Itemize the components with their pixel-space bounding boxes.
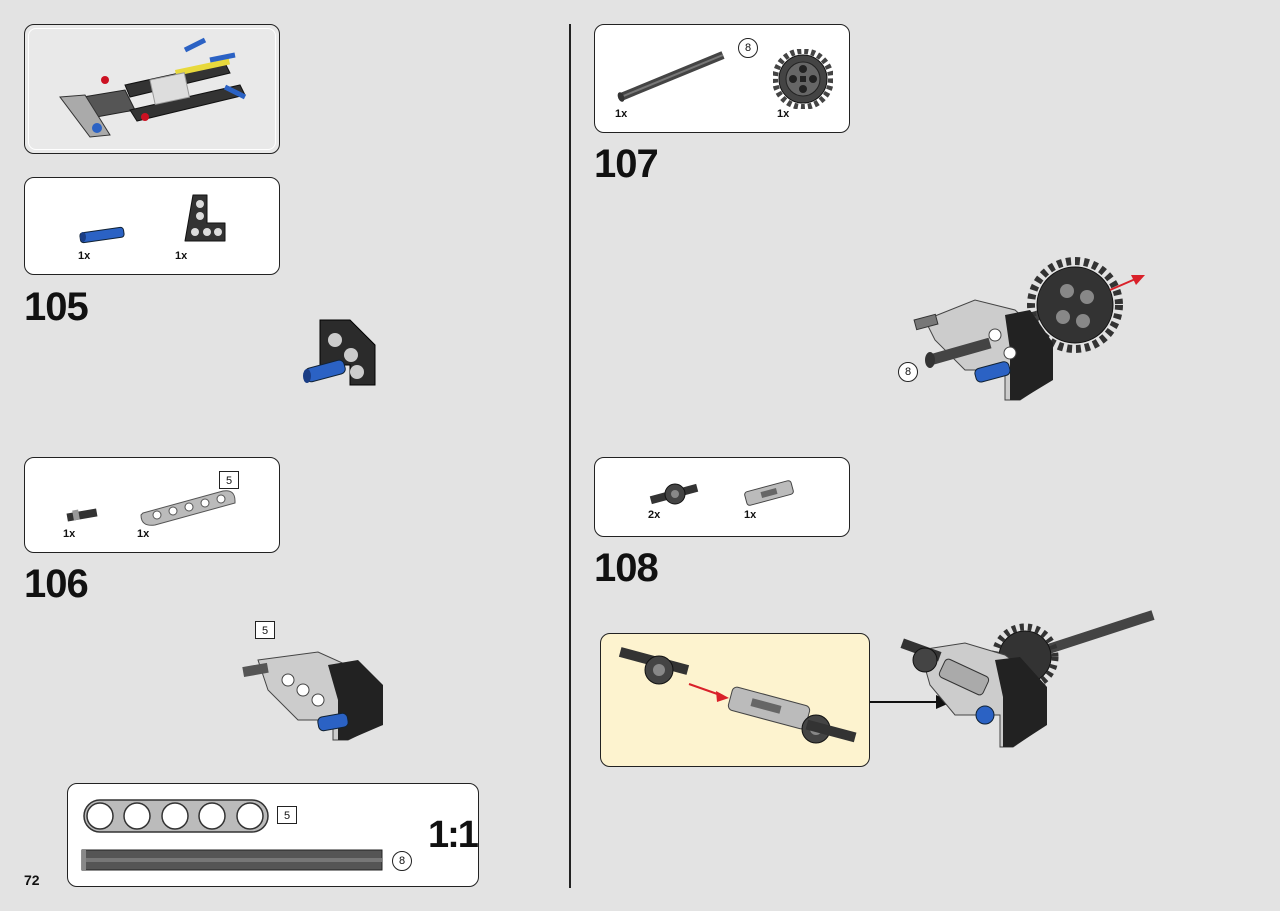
step-107-assembly-icon bbox=[913, 257, 1145, 401]
grey-beam-5-icon bbox=[140, 490, 236, 526]
beam-length-badge: 5 bbox=[277, 806, 297, 824]
axle-connector-icon bbox=[66, 508, 98, 522]
chassis-preview-icon bbox=[59, 37, 247, 138]
step-107-parts-list: 8 1x 1x bbox=[594, 24, 850, 133]
part-qty: 1x bbox=[175, 250, 188, 262]
step-105-assembly-icon bbox=[303, 319, 376, 386]
joint-center-icon bbox=[744, 480, 794, 506]
step-105-parts-list: 1x 1x bbox=[24, 177, 280, 275]
step-108-assembly-icon bbox=[900, 610, 1155, 748]
universal-joint-half-icon bbox=[649, 483, 699, 505]
axle-length-badge: 8 bbox=[392, 851, 412, 871]
step-108-parts-list: 2x 1x bbox=[594, 457, 850, 537]
callout-length-badge: 5 bbox=[255, 621, 275, 639]
step-106-parts-list: 1x 1x 5 bbox=[24, 457, 280, 553]
joint-assembly-icon bbox=[618, 647, 857, 744]
subassembly-preview bbox=[24, 24, 280, 154]
axle-8-icon bbox=[617, 51, 725, 102]
part-qty: 1x bbox=[615, 108, 628, 120]
part-qty: 1x bbox=[777, 108, 790, 120]
part-qty: 1x bbox=[137, 528, 150, 540]
callout-length-badge: 8 bbox=[898, 362, 918, 382]
part-qty: 2x bbox=[648, 509, 661, 521]
part-qty: 1x bbox=[63, 528, 76, 540]
step-number-107: 107 bbox=[594, 142, 659, 186]
step-number-108: 108 bbox=[594, 546, 659, 590]
axle-1to1-icon bbox=[81, 849, 383, 871]
blue-pin-icon bbox=[79, 226, 125, 244]
beam-1to1-icon bbox=[83, 799, 269, 833]
substep-callout bbox=[600, 633, 870, 767]
scale-reference-box: 5 8 1:1 bbox=[67, 783, 479, 887]
step-number-106: 106 bbox=[24, 562, 89, 606]
page-number: 72 bbox=[24, 872, 40, 888]
gear-24-icon bbox=[773, 49, 833, 109]
page-divider bbox=[569, 24, 571, 888]
part-qty: 1x bbox=[78, 250, 91, 262]
step-106-assembly-icon bbox=[242, 651, 383, 741]
part-qty: 1x bbox=[744, 509, 757, 521]
scale-label: 1:1 bbox=[428, 814, 479, 856]
step-number-105: 105 bbox=[24, 285, 89, 329]
black-angle-beam-icon bbox=[184, 194, 226, 242]
axle-length-badge: 8 bbox=[738, 38, 758, 58]
beam-length-badge: 5 bbox=[219, 471, 239, 489]
